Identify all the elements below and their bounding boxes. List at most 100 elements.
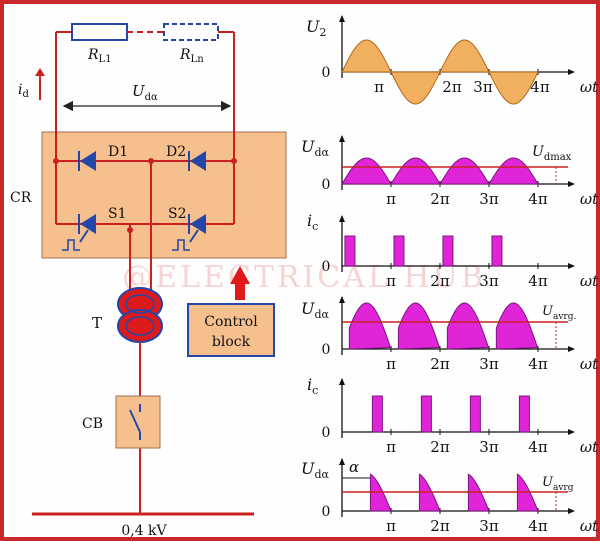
dmax-label: Udmax: [532, 144, 572, 163]
x-tick-label: 4π: [528, 272, 548, 290]
y-axis-arrow-icon: [339, 458, 345, 465]
current-arrow-head: [35, 68, 45, 76]
y-axis-arrow-icon: [339, 215, 345, 222]
x-tick-label: 4π: [528, 517, 548, 535]
x-tick-label: π: [386, 355, 396, 373]
plot-1-label: U2: [306, 17, 326, 39]
sine-wave-u2: [341, 39, 539, 105]
thyristor-s2-label: S2: [168, 206, 187, 222]
control-pulse: [393, 235, 405, 267]
x-axis-arrow-icon: [568, 346, 575, 352]
rectified-segment: [495, 302, 539, 350]
zero-label: 0: [322, 259, 331, 275]
x-tick-label: π: [386, 438, 396, 456]
current-label: id: [18, 82, 29, 100]
average-label: Uavrg.: [542, 304, 576, 322]
axis-label-omega-t: ωt: [580, 438, 599, 456]
x-tick-label: 4π: [528, 355, 548, 373]
zero-label: 0: [322, 177, 331, 193]
y-axis-arrow-icon: [339, 378, 345, 385]
x-axis-arrow-icon: [568, 429, 575, 435]
control-pulse: [371, 395, 383, 433]
rectifier-block: [41, 131, 287, 259]
x-tick-label: 2π: [430, 438, 450, 456]
rectified-wave: [341, 157, 539, 185]
x-tick-label: 3π: [473, 78, 493, 96]
diode-d2-label: D2: [166, 144, 186, 160]
y-axis-arrow-icon: [339, 296, 345, 303]
supply-voltage-label: 0,4 kV: [121, 523, 167, 539]
x-axis-arrow-icon: [568, 181, 575, 187]
x-tick-label: 4π: [528, 190, 548, 208]
zero-label: 0: [322, 504, 331, 520]
thyristor-s1-label: S1: [108, 206, 127, 222]
x-tick-label: 3π: [479, 355, 499, 373]
axis-label-omega-t: ωt: [580, 190, 599, 208]
control-pulse: [491, 235, 503, 267]
x-tick-label: 3π: [479, 438, 499, 456]
load-resistor-n: [163, 23, 219, 41]
zero-label: 0: [322, 342, 331, 358]
x-tick-label: π: [374, 78, 384, 96]
load-wire: [55, 31, 235, 124]
rectifier-label: CR: [10, 190, 32, 206]
diagram-canvas: @ELECTRICAL HUB RL1 RLn id Udα CR D1 D2: [10, 15, 599, 539]
plot-5-label: ic: [307, 375, 318, 397]
load-resistor-1: [71, 23, 128, 41]
control-pulse: [344, 235, 356, 267]
diode-d1: [78, 151, 96, 171]
y-axis-arrow-icon: [339, 135, 345, 142]
plot-4-label: Udα: [301, 299, 330, 321]
x-axis-arrow-icon: [568, 508, 575, 514]
bridge-wires: [55, 124, 235, 294]
circuit-breaker: [115, 395, 161, 449]
x-tick-label: 3π: [479, 272, 499, 290]
axis-label-omega-t: ωt: [580, 272, 599, 290]
voltage-label: Udα: [132, 82, 158, 103]
x-tick-label: π: [386, 272, 396, 290]
control-pulse: [469, 395, 481, 433]
x-tick-label: 4π: [528, 438, 548, 456]
x-tick-label: 2π: [430, 190, 450, 208]
transformer-icon: [117, 287, 163, 343]
x-tick-label: 2π: [430, 355, 450, 373]
rectified-segment: [397, 302, 441, 350]
plot-2-label: Udα: [301, 137, 330, 159]
control-block-line2: block: [212, 334, 251, 350]
control-arrow-icon: [230, 266, 250, 300]
x-axis-arrow-icon: [568, 69, 575, 75]
x-tick-label: 3π: [479, 190, 499, 208]
load-label-n: RLn: [179, 47, 204, 65]
circuit-diagram: RL1 RLn id Udα CR D1 D2: [10, 23, 287, 539]
rectified-segment: [348, 302, 392, 350]
x-axis-arrow-icon: [568, 263, 575, 269]
control-pulse: [420, 395, 432, 433]
diode-d2: [188, 151, 206, 171]
diode-d1-label: D1: [108, 144, 128, 160]
x-tick-label: π: [386, 190, 396, 208]
control-block-line1: Control: [204, 314, 258, 330]
plot-6-label: Udα: [301, 459, 330, 481]
load-label-1: RL1: [87, 47, 112, 65]
zero-label: 0: [322, 425, 331, 441]
alpha-label: α: [349, 458, 359, 476]
x-tick-label: 2π: [442, 78, 462, 96]
thyristor-s2: [188, 214, 206, 243]
x-tick-label: 4π: [530, 78, 550, 96]
control-pulse: [518, 395, 530, 433]
gate-pulse-icon: [62, 239, 80, 251]
x-tick-label: 2π: [430, 272, 450, 290]
axis-label-omega-t: ωt: [580, 517, 599, 535]
x-tick-label: π: [386, 517, 396, 535]
breaker-label: CB: [82, 416, 103, 432]
thyristor-s1: [78, 214, 96, 243]
breaker-switch-icon: [129, 409, 141, 433]
x-tick-label: 2π: [430, 517, 450, 535]
average-label: Uavrg: [542, 475, 574, 493]
axis-label-omega-t: ωt: [580, 355, 599, 373]
control-pulse: [442, 235, 454, 267]
axis-label-omega-t: ωt: [580, 78, 599, 96]
gate-pulse-icon: [172, 239, 190, 251]
